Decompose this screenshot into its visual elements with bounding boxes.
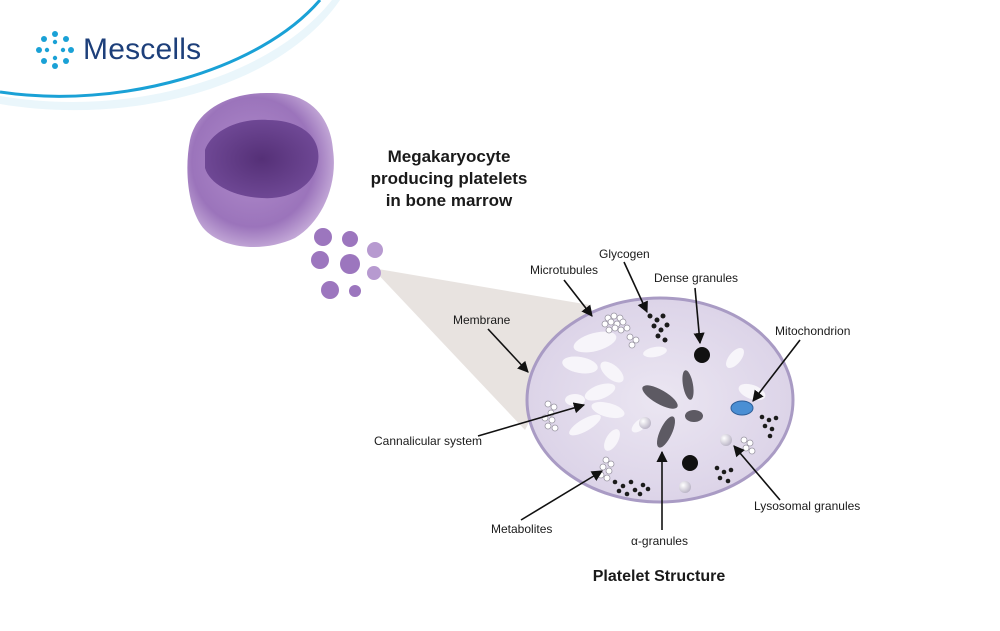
label-glycogen: Glycogen bbox=[599, 247, 650, 261]
label-cannalicular-system: Cannalicular system bbox=[374, 434, 482, 448]
lysosomal-granule bbox=[679, 481, 691, 493]
label-lysosomal-granules: Lysosomal granules bbox=[754, 499, 860, 513]
dense-granule bbox=[682, 455, 698, 471]
megakaryocyte-cell bbox=[187, 92, 334, 248]
canalicular-system bbox=[562, 331, 766, 451]
dense-granule bbox=[694, 347, 710, 363]
heading-line-2: producing platelets bbox=[371, 169, 528, 188]
header-arc-blue bbox=[0, 0, 322, 98]
header-arc-light bbox=[0, 0, 340, 111]
brand-name: Mescells bbox=[83, 33, 202, 66]
label-metabolites: Metabolites bbox=[491, 522, 552, 536]
heading-line-3: in bone marrow bbox=[386, 191, 513, 210]
glycogen-cluster bbox=[759, 414, 779, 439]
heading-line-1: Megakaryocyte bbox=[388, 147, 511, 166]
glycogen-cluster bbox=[714, 465, 734, 484]
metabolite-cluster bbox=[740, 436, 756, 455]
alpha-granules bbox=[642, 370, 703, 448]
nucleus bbox=[205, 119, 319, 199]
lysosomal-granule bbox=[720, 434, 732, 446]
glycogen-cluster bbox=[647, 313, 670, 343]
metabolite-cluster bbox=[601, 312, 640, 349]
pointer-arrows bbox=[477, 261, 801, 530]
lysosomal-granule bbox=[639, 417, 651, 429]
mitochondrion bbox=[730, 400, 754, 416]
label-microtubules: Microtubules bbox=[530, 263, 598, 277]
glycogen-cluster bbox=[612, 479, 651, 497]
mescells-logo-icon bbox=[36, 31, 74, 69]
label-alpha-granules: α-granules bbox=[631, 534, 688, 548]
label-mitochondrion: Mitochondrion bbox=[775, 324, 850, 338]
label-membrane: Membrane bbox=[453, 313, 511, 327]
brand-logo: Mescells bbox=[35, 30, 201, 70]
diagram-title: Platelet Structure bbox=[593, 568, 726, 585]
label-dense-granules: Dense granules bbox=[654, 271, 738, 285]
platelet bbox=[525, 296, 795, 504]
released-platelets bbox=[311, 228, 383, 299]
metabolite-cluster bbox=[541, 400, 559, 432]
